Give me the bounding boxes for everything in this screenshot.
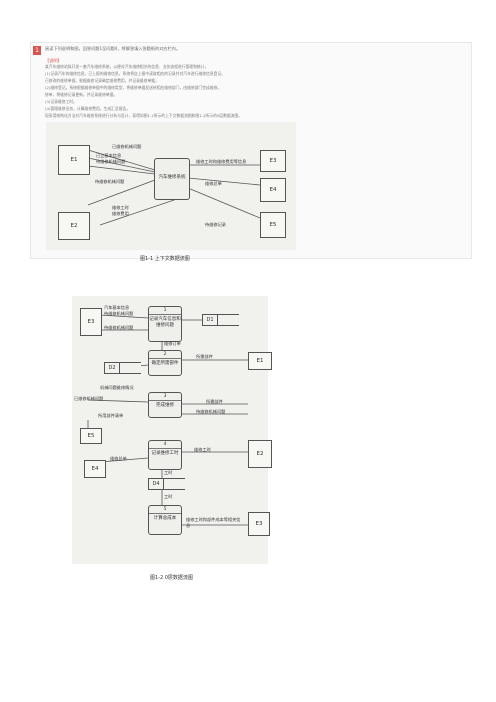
context-entity-e4: E4 — [260, 178, 286, 202]
context-flow-f1: 已维修机械问题 — [112, 144, 142, 149]
store-d1-id: D1 — [203, 315, 218, 325]
context-flow-f2: 已立基本信息 待维修机械问题 — [96, 153, 126, 164]
context-flow-f7: 维修总单 — [205, 181, 222, 186]
level0-entity-e1: E1 — [248, 352, 272, 370]
level0-entity-e4: E4 — [84, 460, 106, 478]
context-process: 汽车维修系统 — [154, 158, 190, 200]
level0-entity-e2: E2 — [248, 440, 272, 468]
paragraph-5: 修单，将维修记录更新。并记录维修单据。 — [45, 92, 118, 97]
level0-flow-a: 汽车基本信息 待维修机械问题 — [104, 305, 134, 316]
process-1-number: 1 — [149, 307, 181, 315]
process-1-name: 记录汽车信息和维修问题 — [149, 317, 181, 328]
context-flow-f8: 待维修记录 — [205, 222, 226, 227]
level0-process-2: 2 确定所需部件 — [148, 350, 182, 376]
paragraph-3: 已修改的维修单据，根据维修记录确定维修费用，并记录维修单据。 — [45, 78, 159, 83]
context-entity-e1: E1 — [58, 145, 90, 175]
level0-flow-j: 所需部件 — [206, 399, 223, 404]
level0-entity-e3-bottom: E3 — [248, 512, 270, 536]
process-2-name: 确定所需部件 — [151, 361, 179, 366]
context-entity-e3: E3 — [260, 150, 286, 172]
data-store-d2: D2 — [104, 362, 141, 374]
level0-process-5: 5 计算总成本 — [148, 505, 182, 535]
level0-process-4: 4 记录维修工时 — [148, 440, 182, 470]
process-5-name: 计算总成本 — [153, 516, 177, 521]
level0-flow-g: 所用部件清单 — [98, 413, 124, 418]
process-5-number: 5 — [149, 506, 181, 514]
context-flow-f5: 维修工时 维修费用 — [112, 205, 129, 216]
level0-flow-m: 维修工时和部件成本等相关信息 — [186, 517, 241, 528]
process-3-name: 完成维修 — [156, 403, 174, 408]
level0-flow-c: 维修订单 — [164, 341, 181, 346]
context-flow-f3: 待维修机械问题 — [95, 179, 125, 184]
level0-flow-f: 已维修机械问题 — [74, 396, 104, 401]
level0-flow-i: 维修工时 — [194, 447, 211, 452]
context-process-label: 汽车维修系统 — [158, 175, 186, 180]
paragraph-2: (1)记录汽车的维修信息。已上报的维修信息，系统将自上报中读取相应的记录并对汽车… — [45, 71, 226, 76]
level0-entity-e5: E5 — [80, 428, 102, 444]
level0-flow-d: 所需部件 — [196, 354, 213, 359]
process-2-number: 2 — [149, 351, 181, 359]
store-d2-id: D2 — [105, 363, 120, 373]
level0-process-1: 1 记录汽车信息和维修问题 — [148, 306, 182, 342]
level0-flow-e: 机械问题维修情况 — [100, 385, 134, 390]
store-d4-id: D4 — [149, 479, 164, 489]
level0-flow-l2: 工时 — [164, 494, 173, 499]
paragraph-7: (4)管理维修业务，计算维修费用，生成汇总报告。 — [45, 106, 131, 111]
question-number: 1 — [33, 46, 41, 55]
process-4-name: 记录维修工时 — [151, 451, 179, 456]
level0-flow-l1: 工时 — [164, 470, 173, 475]
data-store-d1: D1 — [202, 314, 239, 326]
process-3-number: 3 — [149, 393, 181, 401]
level0-flow-h: 维修总单 — [110, 456, 127, 461]
paragraph-8: 现采用结构化方法对汽车维修系统进行分析与设计，获得如图1-1所示的上下文数据流图… — [45, 113, 243, 118]
paragraph-4: (2)维修登记。系统根据维修单据中的维修类型，将维修单据发送给相应维修部门，由维… — [45, 85, 222, 90]
level0-entity-e3-top: E3 — [80, 308, 102, 336]
context-entity-e5: E5 — [260, 212, 286, 238]
process-4-number: 4 — [149, 441, 181, 449]
description-tag: 【说明】 — [45, 58, 62, 63]
paragraph-1: 某汽车维修站拟开发一套汽车维修系统，以便对汽车维修相关的信息、业务流程进行管理和… — [45, 64, 209, 69]
level0-flow-b: 待维修机械问题 — [104, 325, 134, 330]
context-entity-e2: E2 — [58, 212, 90, 240]
level0-flow-k: 待维修机械问题 — [196, 409, 226, 414]
context-flow-f6: 维修工时和维修费用等信息 — [196, 159, 247, 164]
level0-process-3: 3 完成维修 — [148, 392, 182, 418]
figure1-caption: 图1-1 上下文数据流图 — [140, 256, 190, 262]
paragraph-6: (3)记录维修工时。 — [45, 99, 77, 104]
figure2-caption: 图1-2 0层数据流图 — [150, 575, 193, 581]
question-prompt: 阅读下列说明和图，回答问题1至问题4，将解答填入答题纸的对应栏内。 — [45, 46, 181, 51]
data-store-d4: D4 — [148, 478, 185, 490]
